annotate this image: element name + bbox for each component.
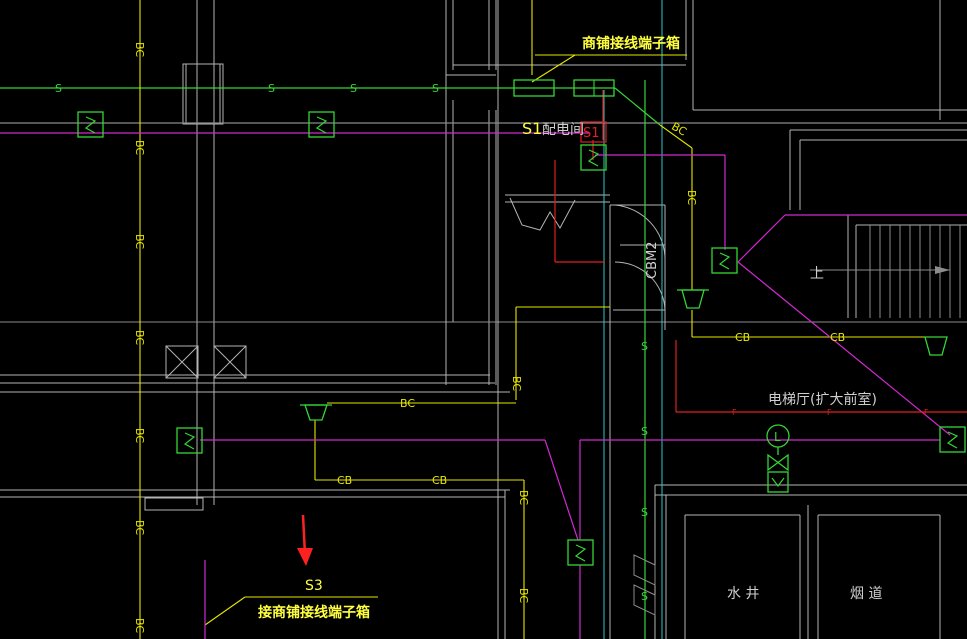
- cb-line-labels: CB CB CB CB: [337, 331, 845, 487]
- s-label: S: [641, 590, 648, 603]
- bc-label: BC: [133, 234, 146, 249]
- shop-terminal-box-label-bottom: 接商铺接线端子箱: [258, 604, 370, 621]
- bc-label: BC: [133, 428, 146, 443]
- s1-box-label: S1: [583, 126, 600, 141]
- bc-label: BC: [133, 618, 146, 633]
- water-well-label: 水 井: [727, 586, 759, 602]
- bc-label: BC: [133, 330, 146, 345]
- s-lines: [0, 80, 967, 639]
- annotations: 商铺接线端子箱 接商铺接线端子箱 S1 S1 配电间 CBM2 S3 电梯厅(扩…: [258, 35, 882, 621]
- s-label: S: [55, 82, 62, 95]
- f-label: F: [732, 408, 737, 417]
- bc-label: BC: [133, 140, 146, 155]
- cyan-lines: [603, 0, 663, 639]
- signal-box-5: [176, 427, 203, 454]
- bc-line-labels: BC BC BC BC BC BC BC BC BC BC BC BC BC: [133, 42, 698, 633]
- signal-box-6: [567, 539, 594, 566]
- signal-box-2: [308, 111, 335, 138]
- equipment-boxes: [144, 63, 247, 511]
- distribution-room-label: 配电间: [542, 122, 584, 138]
- cb-label: CB: [432, 474, 447, 487]
- cbm-label: CBM2: [645, 242, 660, 279]
- s3-label: S3: [305, 578, 323, 594]
- signal-box-1: [77, 111, 104, 138]
- bc-label: BC: [133, 42, 146, 57]
- s-label: S: [432, 82, 439, 95]
- cb-label: CB: [337, 474, 352, 487]
- bc-label: BC: [510, 376, 523, 391]
- f-label: F: [827, 408, 832, 417]
- fire-lines: [554, 90, 967, 413]
- smoke-duct-label: 烟 道: [850, 586, 882, 602]
- magenta-lines: [0, 132, 967, 639]
- bc-lines: [139, 0, 925, 639]
- s-label: S: [641, 506, 648, 519]
- cb-label: CB: [830, 331, 845, 344]
- bc-label: BC: [517, 490, 530, 505]
- cb-label: CB: [735, 331, 750, 344]
- signal-box-7: [939, 426, 966, 453]
- red-arrow: [297, 514, 313, 566]
- f-label: F: [924, 408, 929, 417]
- s-label: S: [641, 425, 648, 438]
- up-label: 上: [810, 266, 824, 282]
- s-label: S: [268, 82, 275, 95]
- f-line-labels: F F F: [732, 408, 929, 417]
- s1-tag: S1: [522, 119, 542, 138]
- signal-devices: [77, 79, 966, 616]
- signal-box-4: [711, 247, 738, 274]
- signal-box-3: [580, 144, 607, 171]
- shop-terminal-box-label-top: 商铺接线端子箱: [582, 35, 680, 52]
- s-label: S: [641, 340, 648, 353]
- bc-label: BC: [517, 588, 530, 603]
- elevator-hall-label: 电梯厅(扩大前室): [768, 391, 877, 408]
- bc-label: BC: [400, 397, 415, 410]
- s-line-labels: S S S S S S S S: [55, 82, 648, 603]
- l-symbol-label: L: [774, 430, 781, 444]
- s-label: S: [350, 82, 357, 95]
- bc-label: BC: [685, 190, 698, 205]
- bc-label: BC: [133, 520, 146, 535]
